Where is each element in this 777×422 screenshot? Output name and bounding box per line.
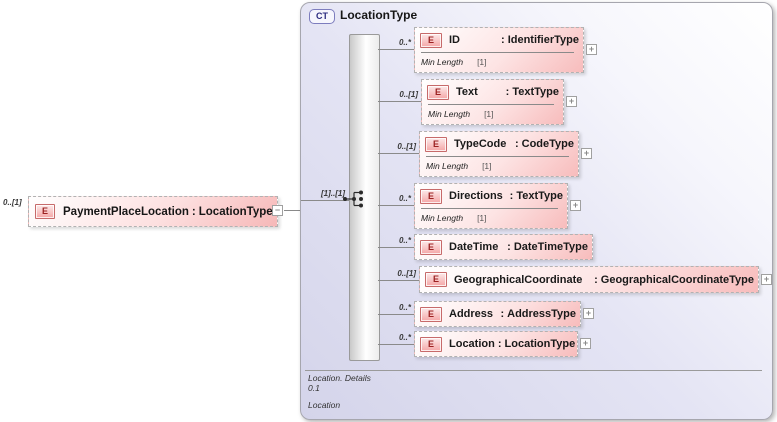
facet-value: [1] [482, 161, 492, 171]
cardinality-label: 0..* [398, 303, 411, 312]
facet-name: Min Length [421, 213, 464, 223]
element-icon: E [425, 272, 447, 287]
expand-toggle[interactable]: + [583, 308, 594, 319]
connector-line [378, 344, 414, 345]
type-separator: : [594, 273, 598, 286]
source-element-type: LocationType [198, 205, 273, 218]
cardinality-label: 0..* [398, 333, 411, 342]
facet-name: Min Length [428, 109, 471, 119]
element-icon: E [425, 136, 447, 152]
cardinality-label: 0..[1] [397, 142, 416, 151]
element-name: Location [449, 338, 495, 350]
element-name: ID [449, 34, 460, 46]
element-type: CodeType [521, 138, 574, 150]
facet-value: [1] [484, 109, 494, 119]
collapse-toggle[interactable]: − [272, 205, 283, 216]
connector-line [378, 247, 414, 248]
source-element-box[interactable]: E PaymentPlaceLocation : LocationType [28, 196, 278, 227]
facet-row: Min Length [1] [421, 52, 574, 67]
element-type: DateTimeType [513, 241, 588, 253]
element-icon: E [420, 306, 442, 322]
element-icon: E [35, 204, 55, 219]
connector-line [301, 200, 353, 201]
type-separator: : [500, 308, 505, 320]
element-icon: E [427, 84, 449, 100]
element-name: TypeCode [454, 138, 507, 150]
element-type: GeographicalCoordinateType [600, 273, 754, 286]
element-name: Text [456, 86, 478, 98]
expand-toggle[interactable]: + [566, 96, 577, 107]
element-icon: E [420, 239, 442, 255]
element-name: Address [449, 308, 494, 320]
footer-doc-title: Location. Details [308, 373, 371, 383]
element-geographicalcoordinate-box[interactable]: E GeographicalCoordinate : GeographicalC… [419, 266, 759, 293]
footer-doc-name: Location [308, 400, 341, 410]
element-type: IdentifierType [507, 34, 579, 46]
element-location-box[interactable]: E Location : LocationType [414, 331, 578, 357]
footer-doc-version: 0.1 [308, 383, 320, 393]
facet-row: Min Length [1] [428, 104, 554, 119]
connector-line [378, 280, 419, 281]
facet-value: [1] [477, 57, 487, 67]
element-typecode-box[interactable]: E TypeCode : CodeType Min Length [1] [419, 131, 579, 177]
connector-line [378, 49, 414, 50]
link-cardinality-label: [1]..[1] [321, 189, 345, 198]
sequence-icon [341, 189, 369, 214]
facet-name: Min Length [421, 57, 464, 67]
facet-row: Min Length [1] [426, 156, 569, 171]
expand-toggle[interactable]: + [586, 44, 597, 55]
expand-toggle[interactable]: + [580, 338, 591, 349]
complextype-badge: CT [309, 9, 335, 24]
element-id-box[interactable]: E ID : IdentifierType Min Length [1] [414, 27, 584, 73]
element-address-box[interactable]: E Address : AddressType [414, 301, 581, 327]
element-type: TextType [512, 86, 559, 98]
connector-line [284, 210, 301, 211]
element-icon: E [420, 188, 442, 204]
type-separator: : [501, 34, 505, 46]
cardinality-label: 0..[1] [399, 90, 418, 99]
type-separator: : [507, 241, 511, 253]
element-directions-box[interactable]: E Directions : TextType Min Length [1] [414, 183, 568, 229]
cardinality-label: 0..* [398, 194, 411, 203]
element-icon: E [420, 336, 442, 352]
connector-line [378, 205, 414, 206]
source-cardinality-label: 0..[1] [3, 198, 22, 207]
element-type: AddressType [507, 308, 576, 320]
type-separator: : [505, 86, 510, 98]
element-name: DateTime [449, 241, 499, 253]
element-icon: E [420, 32, 442, 48]
source-element-name: PaymentPlaceLocation [63, 205, 189, 218]
element-type: LocationType [504, 338, 576, 350]
facet-name: Min Length [426, 161, 469, 171]
type-separator: : [509, 190, 514, 202]
element-name: Directions [449, 190, 503, 202]
cardinality-label: 0..* [398, 38, 411, 47]
footer-separator [305, 370, 762, 371]
connector-line [378, 153, 419, 154]
cardinality-label: 0..* [398, 236, 411, 245]
panel-title: LocationType [340, 8, 418, 22]
type-separator: : [514, 138, 519, 150]
facet-value: [1] [477, 213, 487, 223]
complextype-panel: CT LocationType [1]..[1] 0..* E [300, 2, 773, 420]
cardinality-label: 0..[1] [397, 269, 416, 278]
connector-line [378, 101, 421, 102]
type-separator: : [191, 205, 196, 218]
expand-toggle[interactable]: + [570, 200, 581, 211]
element-datetime-box[interactable]: E DateTime : DateTimeType [414, 234, 593, 260]
element-type: TextType [516, 190, 563, 202]
expand-toggle[interactable]: + [581, 148, 592, 159]
element-name: GeographicalCoordinate [454, 273, 583, 286]
connector-line [378, 314, 414, 315]
facet-row: Min Length [1] [421, 208, 558, 223]
type-separator: : [497, 338, 502, 350]
element-text-box[interactable]: E Text : TextType Min Length [1] [421, 79, 564, 125]
expand-toggle[interactable]: + [761, 274, 772, 285]
